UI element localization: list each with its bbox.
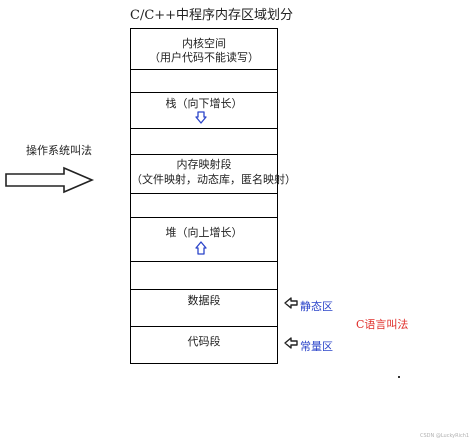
diagram-title: C/C++中程序内存区域划分 [130, 8, 294, 23]
mmap-note: （文件映射，动态库，匿名映射） [131, 173, 296, 186]
code-segment-label: 代码段 [187, 335, 221, 348]
heap-up-arrow-icon [195, 241, 207, 255]
stray-dot [398, 376, 400, 378]
constant-area-label: 常量区 [300, 340, 333, 353]
gap-segment-4 [130, 261, 278, 290]
heap-label: 堆（向上增长） [165, 226, 243, 239]
heap-segment: 堆（向上增长） [130, 217, 278, 262]
data-segment: 数据段 [130, 289, 278, 327]
mmap-segment: 内存映射段 （文件映射，动态库，匿名映射） [130, 154, 296, 194]
constant-area-arrow-icon [284, 337, 298, 349]
right-pointing-arrow-icon [5, 166, 95, 194]
kernel-space-label: 内核空间 [182, 37, 226, 50]
stack-segment: 栈（向下增长） [130, 92, 278, 129]
gap-segment-1 [130, 69, 278, 93]
c-language-naming-label: C语言叫法 [356, 318, 409, 331]
data-segment-label: 数据段 [187, 294, 221, 307]
kernel-space-segment: 内核空间 （用户代码不能读写） [130, 28, 278, 70]
os-naming-label: 操作系统叫法 [26, 144, 92, 157]
watermark-text: CSDN @LuckyRich1 [420, 433, 470, 439]
static-area-label: 静态区 [300, 300, 333, 313]
stack-down-arrow-icon [195, 111, 207, 124]
stack-label: 栈（向下增长） [165, 97, 243, 110]
kernel-space-note: （用户代码不能读写） [149, 51, 259, 64]
static-area-arrow-icon [284, 297, 298, 309]
mmap-label: 内存映射段 [176, 158, 232, 171]
gap-segment-3 [130, 193, 278, 218]
code-segment: 代码段 [130, 326, 278, 364]
gap-segment-2 [130, 128, 278, 155]
